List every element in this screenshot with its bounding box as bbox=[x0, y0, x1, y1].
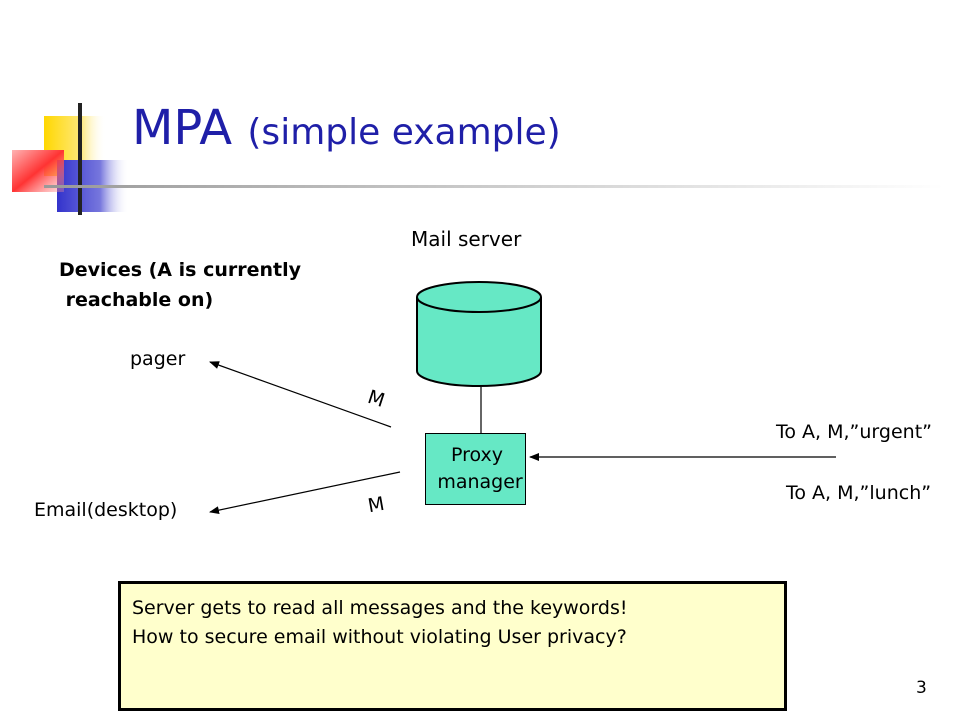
page-number: 3 bbox=[916, 678, 927, 698]
devices-heading-line1: Devices (A is currently bbox=[59, 259, 301, 281]
mail-server-label: Mail server bbox=[411, 227, 522, 251]
note-box: Server gets to read all messages and the… bbox=[118, 581, 787, 711]
proxy-manager-box bbox=[425, 433, 526, 505]
mail-server-database bbox=[416, 281, 542, 387]
proxy-manager-label: Proxy manager bbox=[437, 444, 523, 493]
slide-title: MPA (simple example) bbox=[132, 100, 561, 156]
arrow-to-pager bbox=[209, 361, 392, 428]
incoming-message-urgent: To A, M,”urgent” bbox=[776, 421, 932, 443]
incoming-message-lunch: To A, M,”lunch” bbox=[786, 482, 932, 504]
devices-heading-line2: reachable on) bbox=[59, 289, 214, 311]
pager-label: pager bbox=[130, 348, 186, 370]
email-desktop-label: Email(desktop) bbox=[34, 499, 178, 521]
arrow-to-email bbox=[209, 471, 401, 515]
deco-vertical-bar bbox=[78, 103, 82, 215]
title-underline bbox=[44, 185, 944, 188]
slide-title-subtitle: (simple example) bbox=[247, 112, 561, 153]
slide-title-main: MPA bbox=[132, 100, 233, 156]
note-line-1: Server gets to read all messages and the… bbox=[132, 597, 628, 619]
edge-label-email: M bbox=[366, 492, 387, 518]
note-line-2: How to secure email without violating Us… bbox=[132, 626, 627, 648]
